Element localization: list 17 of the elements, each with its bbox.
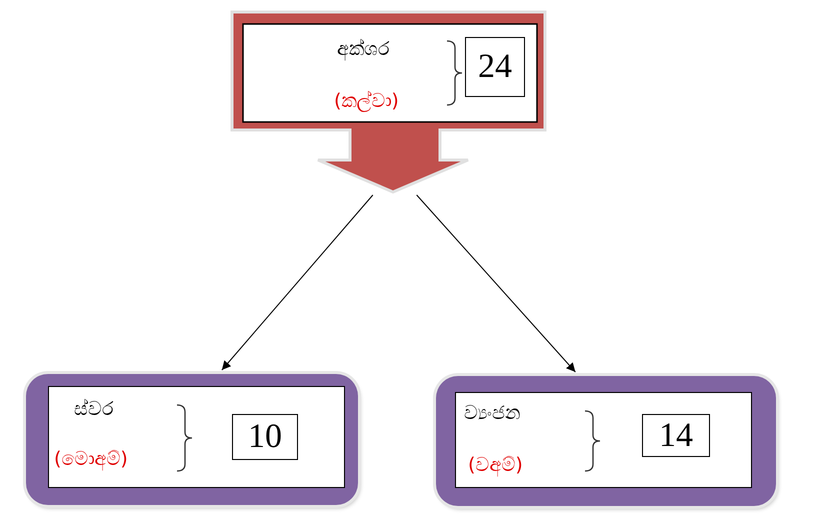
- translation-label: (කල්වා): [334, 90, 399, 113]
- translation-label: (මොඅම්): [54, 448, 128, 471]
- translation-label: (වඅම්): [468, 454, 523, 477]
- arrow: [416, 194, 576, 372]
- count-number: 10: [248, 420, 282, 454]
- number-box: [465, 37, 525, 97]
- number-box: [232, 414, 298, 460]
- term-label: ව්‍යංජන: [464, 402, 520, 425]
- rounded-box: [436, 376, 776, 506]
- term-label: ස්වර: [74, 398, 113, 421]
- rounded-box: [26, 374, 358, 505]
- term-label: අක්ශර: [337, 38, 389, 61]
- number-box: [642, 414, 710, 457]
- arrow-shaped-frame: [232, 12, 545, 194]
- count-number: 24: [478, 50, 512, 84]
- arrow: [221, 194, 374, 370]
- count-number: 14: [659, 418, 693, 452]
